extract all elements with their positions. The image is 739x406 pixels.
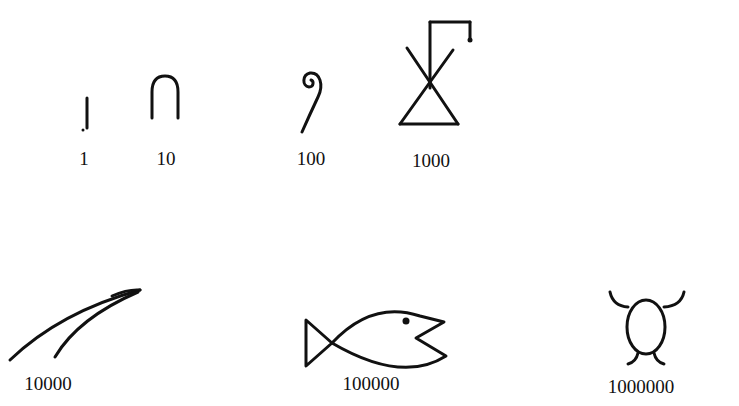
numeral-value: 100000 xyxy=(343,374,400,393)
heel-glyph xyxy=(152,76,178,118)
finger-glyph xyxy=(10,290,140,360)
numeral-value: 100 xyxy=(297,149,326,168)
numeral-value: 10000 xyxy=(24,374,72,393)
stroke-glyph xyxy=(82,98,88,132)
numeral-value: 1000 xyxy=(412,151,450,170)
coil-glyph xyxy=(302,73,321,132)
numeral-value: 10 xyxy=(157,149,176,168)
fish-glyph xyxy=(306,312,446,368)
lotus-glyph xyxy=(400,22,473,124)
numeral-value: 1000000 xyxy=(608,377,675,396)
numeral-value: 1 xyxy=(79,149,89,168)
heh-glyph xyxy=(610,292,684,364)
